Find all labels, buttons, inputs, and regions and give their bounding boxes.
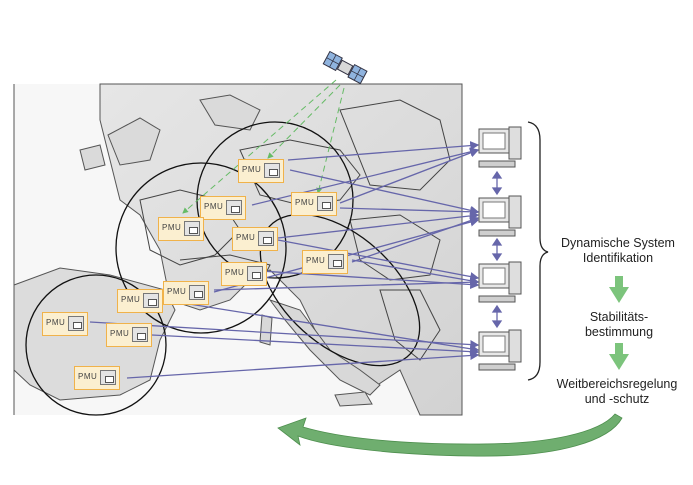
- coverage-circle-iberia: [25, 274, 167, 416]
- coverage-ellipse-italy: [259, 213, 421, 367]
- pmu-label: PMU: [121, 295, 141, 304]
- pmu-label: PMU: [78, 372, 98, 381]
- pmu-unit: PMU: [74, 366, 120, 390]
- pmu-unit: PMU: [163, 281, 209, 305]
- pmu-device-icon: [247, 266, 263, 281]
- pmu-device-icon: [328, 254, 344, 269]
- pmu-device-icon: [189, 285, 205, 300]
- pmu-unit: PMU: [42, 312, 88, 336]
- pmu-unit: PMU: [221, 262, 267, 286]
- pmu-unit: PMU: [232, 227, 278, 251]
- pmu-device-icon: [226, 200, 242, 215]
- grouping-brace: [527, 121, 549, 381]
- pmu-unit: PMU: [106, 323, 152, 347]
- pmu-data-links: [89, 141, 480, 379]
- pmu-label: PMU: [110, 329, 130, 338]
- pmu-unit: PMU: [302, 250, 348, 274]
- coverage-circle-west: [115, 162, 287, 334]
- pmu-device-icon: [100, 370, 116, 385]
- pmu-label: PMU: [306, 256, 326, 265]
- computer-icon: [478, 261, 522, 303]
- pmu-device-icon: [143, 293, 159, 308]
- pmu-unit: PMU: [200, 196, 246, 220]
- pmu-unit: PMU: [158, 217, 204, 241]
- satellite-icon: [322, 50, 368, 85]
- pmu-label: PMU: [204, 202, 224, 211]
- pmu-device-icon: [68, 316, 84, 331]
- pmu-unit: PMU: [291, 192, 337, 216]
- control-protection-label: Weitbereichsregelung und -schutz: [556, 377, 678, 406]
- pmu-unit: PMU: [117, 289, 163, 313]
- coverage-circle-central: [196, 121, 354, 279]
- computer-icon: [478, 329, 522, 371]
- pmu-device-icon: [264, 163, 280, 178]
- computer-icon: [478, 126, 522, 168]
- pmu-label: PMU: [46, 318, 66, 327]
- computer-interlinks: [491, 170, 503, 329]
- pmu-label: PMU: [162, 223, 182, 232]
- pmu-device-icon: [258, 231, 274, 246]
- pmu-label: PMU: [225, 268, 245, 277]
- pmu-label: PMU: [242, 165, 262, 174]
- pmu-label: PMU: [167, 287, 187, 296]
- satellite-links: [182, 79, 345, 214]
- process-flow-arrows: [609, 276, 629, 370]
- pmu-device-icon: [184, 221, 200, 236]
- coverage-regions: [25, 121, 421, 416]
- pmu-label: PMU: [295, 198, 315, 207]
- stability-label: Stabilitäts- bestimmung: [584, 310, 654, 339]
- identification-label: Dynamische System Identifikation: [561, 236, 675, 265]
- feedback-loop-arrow: [277, 413, 623, 457]
- computer-icon: [478, 195, 522, 237]
- pmu-label: PMU: [236, 233, 256, 242]
- pmu-device-icon: [132, 327, 148, 342]
- pmu-device-icon: [317, 196, 333, 211]
- pmu-unit: PMU: [238, 159, 284, 183]
